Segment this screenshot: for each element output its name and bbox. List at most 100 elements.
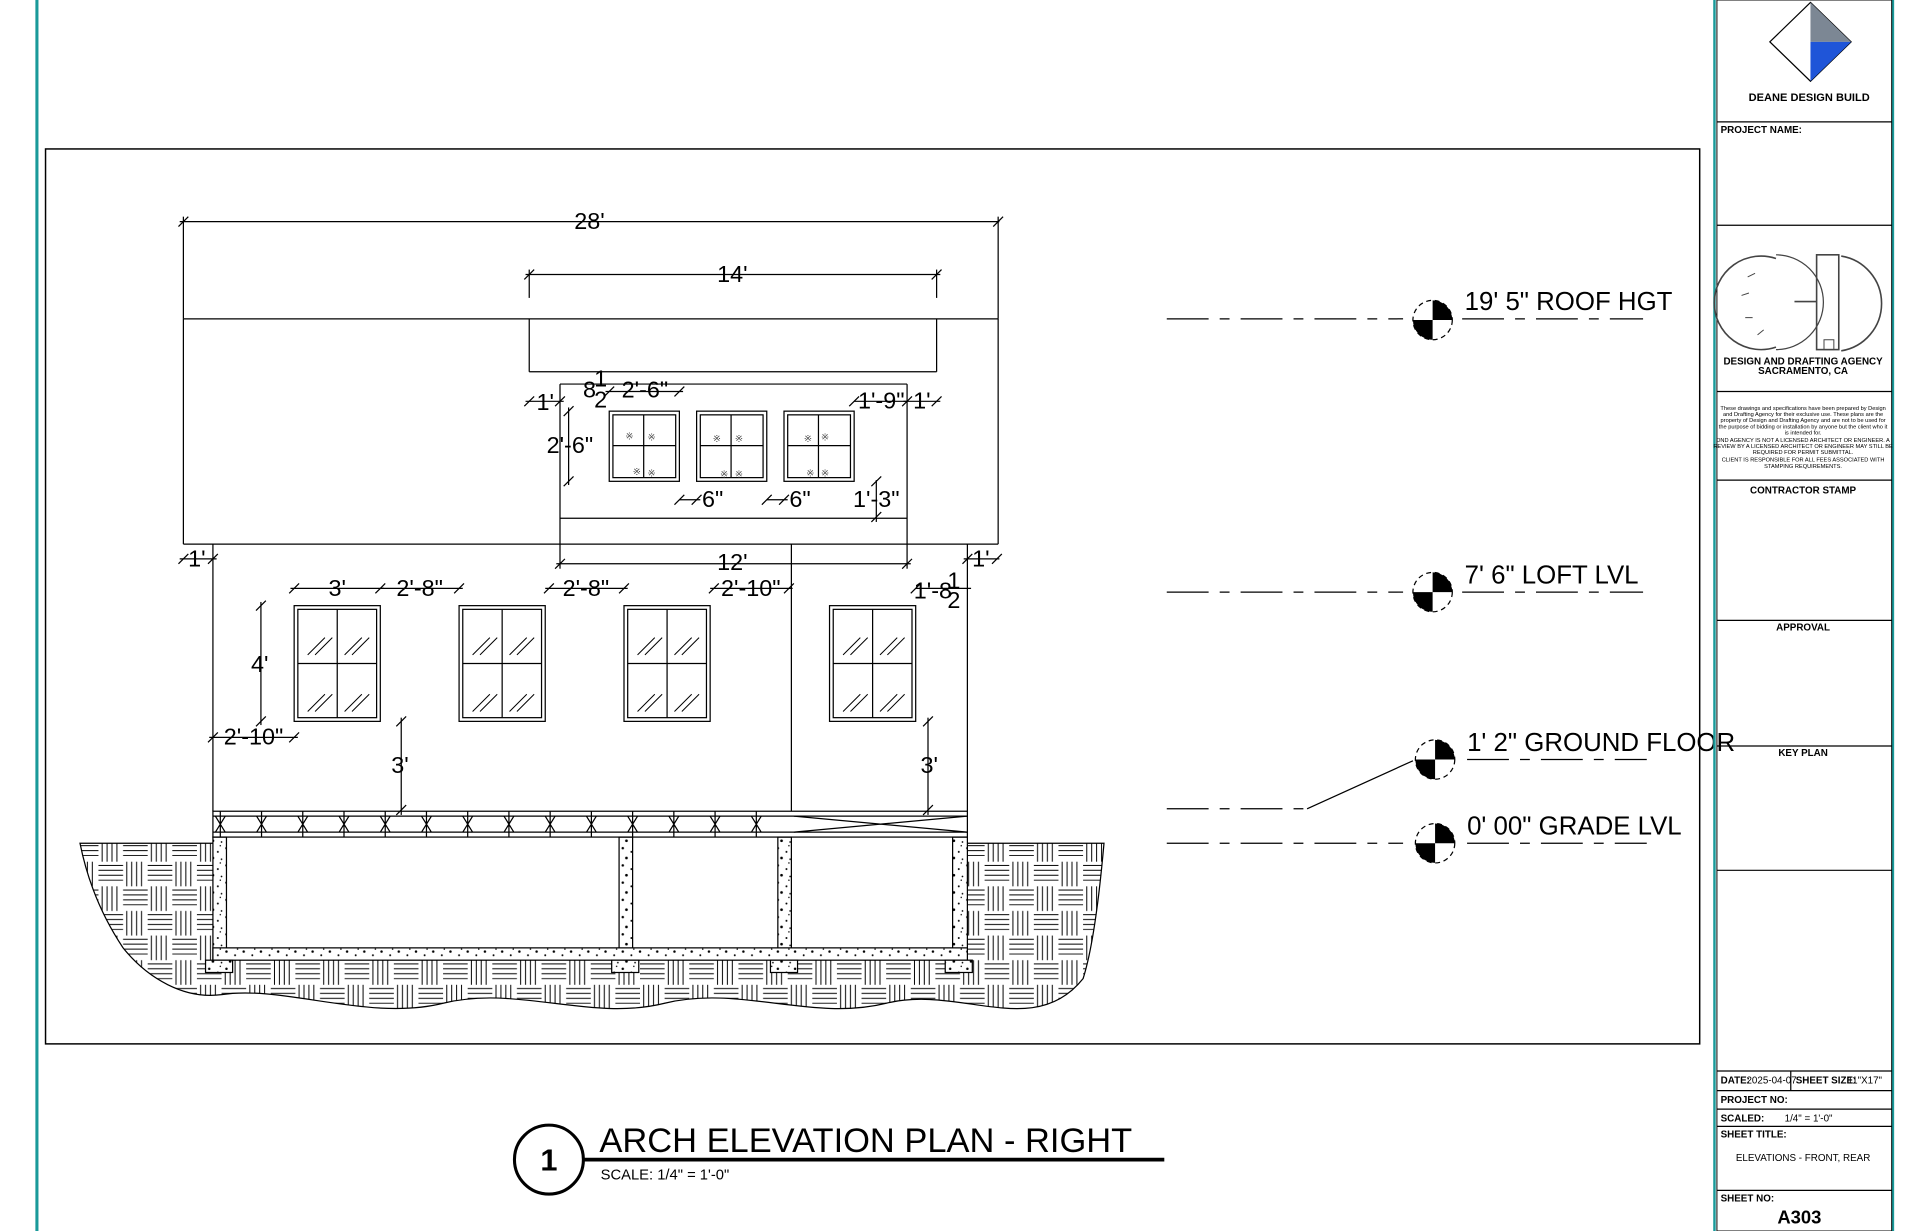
- disclaimer-line: STAMPING REQUIREMENTS.: [1764, 464, 1842, 470]
- disclaimer-line: CLIENT IS RESPONSIBLE FOR ALL FEES ASSOC…: [1722, 458, 1885, 464]
- date-value: 2025-04-07: [1746, 1075, 1796, 1086]
- floor-joist: [585, 811, 597, 838]
- disclaimer-line: is intended for.: [1785, 431, 1822, 437]
- dim-right-gap-c: 2: [947, 587, 960, 613]
- dim-wall-right: 1': [972, 545, 989, 571]
- dim-sill-left: 3': [391, 752, 408, 778]
- key-plan-label: KEY PLAN: [1778, 748, 1828, 759]
- sheet-size-label: SHEET SIZE:: [1796, 1075, 1857, 1086]
- dim-window-width: 3': [328, 575, 345, 601]
- svg-text:※: ※: [647, 468, 655, 479]
- scaled-label: SCALED:: [1721, 1113, 1765, 1124]
- svg-text:※: ※: [821, 433, 829, 444]
- agency-logo-icon: [1713, 254, 1883, 352]
- dimension-labels: 28' 14' 12' 1' 1' 1'-9" 2'-6" 8 1 2 2'-6…: [188, 208, 989, 778]
- sheet-title-value: ELEVATIONS - FRONT, REAR: [1736, 1153, 1871, 1164]
- window-4: [828, 605, 917, 722]
- level-loft-label: 7' 6" LOFT LVL: [1465, 561, 1639, 589]
- agency-name: DESIGN AND DRAFTING AGENCY: [1723, 356, 1883, 367]
- dim-wall-left: 1': [188, 545, 205, 571]
- disclaimer-line: REQUIRED FOR PERMIT SUBMITTAL.: [1753, 450, 1854, 456]
- svg-text:※: ※: [804, 434, 812, 445]
- level-grade: 0' 00" GRADE LVL: [1166, 813, 1682, 864]
- dim-loft-right: 1': [913, 388, 930, 414]
- svg-text:※: ※: [625, 431, 633, 442]
- sheet-no-label: SHEET NO:: [1721, 1193, 1775, 1204]
- drawing-scale: SCALE: 1/4" = 1'-0": [601, 1167, 730, 1183]
- dimension-lines: [178, 216, 1004, 816]
- dim-loft-right-gap: 1'-9": [858, 388, 905, 414]
- approval-label: APPROVAL: [1776, 622, 1830, 633]
- agency-city: SACRAMENTO, CA: [1758, 366, 1848, 377]
- scaled-value: 1/4" = 1'-0": [1785, 1113, 1833, 1124]
- ground-hatch: [79, 837, 1105, 1010]
- floor-joist: [338, 811, 350, 838]
- disclaimer-line: DND AGENCY IS NOT A LICENSED ARCHITECT O…: [1716, 438, 1890, 444]
- svg-text:※: ※: [647, 433, 655, 444]
- floor-joist: [379, 811, 391, 838]
- loft-window-1: [608, 410, 681, 482]
- contractor-stamp-label: CONTRACTOR STAMP: [1750, 486, 1857, 497]
- dim-loft-sill: 1'-3": [853, 486, 900, 512]
- dim-window-height: 4': [251, 651, 268, 677]
- disclaimer-line: REVIEW BY A LICENSED ARCHITECT OR ENGINE…: [1713, 444, 1893, 450]
- floor-framing: [212, 810, 968, 838]
- sheet-no-value: A303: [1777, 1207, 1821, 1228]
- level-loft: 7' 6" LOFT LVL: [1166, 561, 1644, 613]
- dim-spacing-1: 2'-8": [396, 575, 443, 601]
- floor-joist: [214, 811, 226, 838]
- date-label: DATE:: [1721, 1075, 1750, 1086]
- dim-overall-width: 28': [574, 208, 604, 234]
- floor-joist: [256, 811, 267, 838]
- svg-text:※: ※: [720, 470, 728, 481]
- level-roof: 19' 5" ROOF HGT: [1166, 288, 1673, 341]
- svg-text:※: ※: [713, 434, 721, 445]
- sheet-size-value: 11"X17": [1847, 1075, 1882, 1086]
- disclaimer: These drawings and specifications have b…: [1713, 406, 1893, 470]
- floor-joist: [421, 811, 432, 838]
- svg-text:※: ※: [735, 470, 743, 481]
- floor-joist: [627, 811, 639, 838]
- dim-upper-width: 14': [717, 261, 747, 287]
- svg-text:※: ※: [821, 468, 829, 479]
- viewport-frame: [44, 148, 1701, 1045]
- level-grade-label: 0' 00" GRADE LVL: [1467, 813, 1682, 841]
- view-number: 1: [540, 1143, 557, 1178]
- level-ground: 1' 2" GROUND FLOOR: [1166, 729, 1735, 810]
- floor-joist: [462, 811, 474, 838]
- svg-text:※: ※: [633, 467, 641, 478]
- dim-spacing-2: 2'-8": [563, 575, 610, 601]
- project-name-label: PROJECT NAME:: [1721, 125, 1802, 136]
- dim-loft-gap-a: 8: [583, 377, 596, 403]
- loft-window-3: [783, 410, 855, 482]
- floor-joist: [503, 811, 515, 838]
- svg-text:※: ※: [735, 434, 743, 445]
- firm-logo-icon: [1768, 1, 1852, 83]
- dim-left-margin: 2'-10": [224, 724, 284, 750]
- floor-joist: [668, 811, 680, 838]
- level-ground-label: 1' 2" GROUND FLOOR: [1467, 729, 1735, 757]
- disclaimer-line: the purpose of bidding or installation b…: [1719, 424, 1888, 430]
- floor-joist: [544, 811, 556, 838]
- window-2: [458, 605, 546, 722]
- view-title: 1 ARCH ELEVATION PLAN - RIGHT SCALE: 1/4…: [512, 1122, 1165, 1196]
- dim-sill-right: 3': [920, 752, 937, 778]
- svg-text:※: ※: [806, 468, 814, 479]
- window-1: [293, 605, 381, 722]
- dim-loft-spacing-a: 6": [702, 486, 723, 512]
- disclaimer-line: and Drafting Agency for their exclusive …: [1723, 412, 1883, 418]
- drawing-title: ARCH ELEVATION PLAN - RIGHT: [599, 1122, 1132, 1160]
- dim-right-gap-b: 1: [947, 567, 960, 593]
- level-roof-label: 19' 5" ROOF HGT: [1465, 288, 1673, 316]
- dim-loft-left: 1': [536, 389, 553, 415]
- floor-joist: [750, 811, 762, 838]
- dim-loft-window-height: 2'-6": [547, 432, 594, 458]
- loft-window-2: [696, 410, 768, 482]
- building-outline: [182, 318, 999, 812]
- dim-loft-gap-b: 1: [594, 366, 607, 392]
- dim-loft-window-width: 2'-6": [622, 377, 669, 403]
- sheet-title-label: SHEET TITLE:: [1721, 1129, 1787, 1140]
- dim-loft-gap-c: 2: [594, 386, 607, 412]
- dim-loft-spacing-b: 6": [789, 486, 810, 512]
